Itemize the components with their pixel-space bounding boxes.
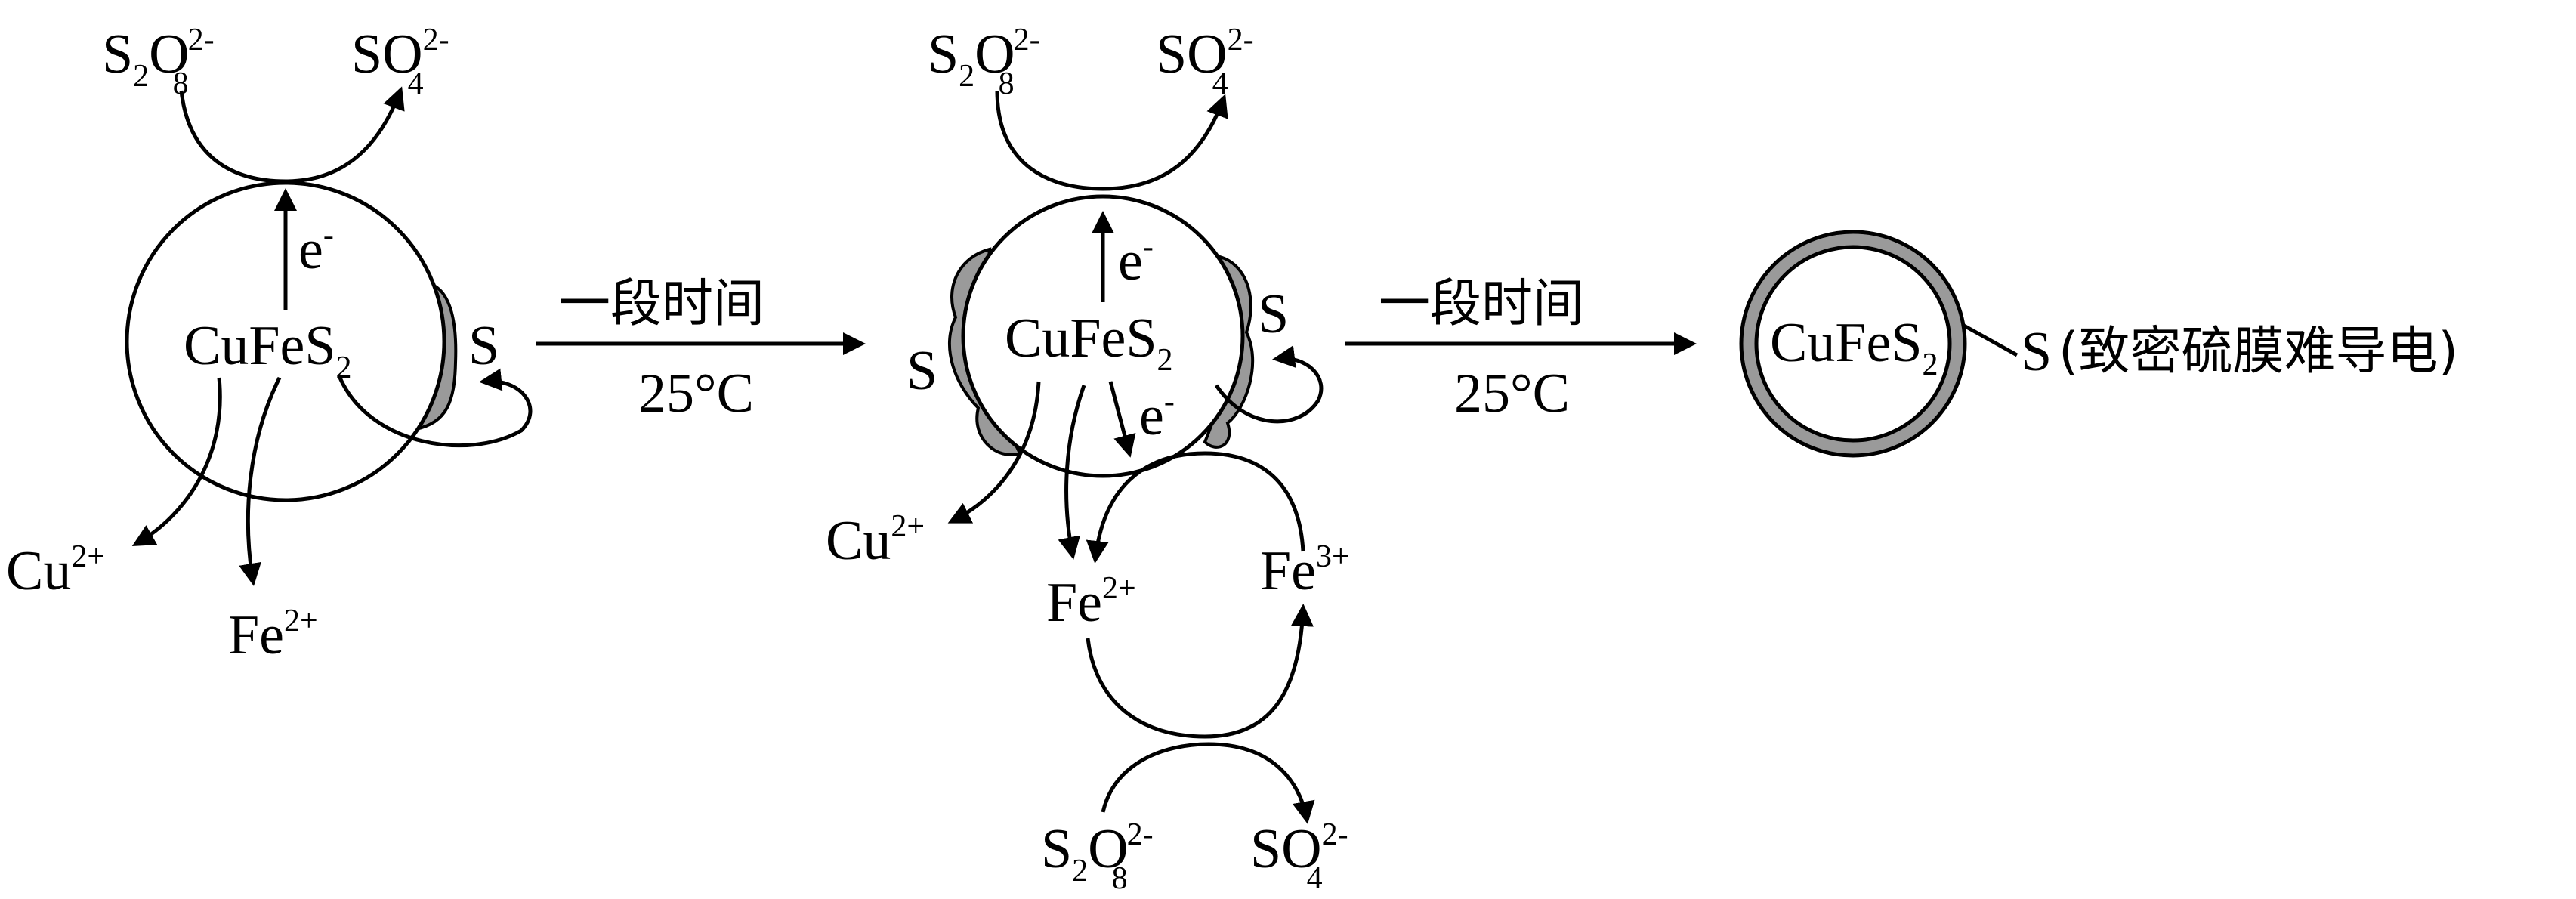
stage2-ferric-ion: Fe3+ — [1260, 539, 1350, 602]
step1-time-label: 一段时间 — [559, 274, 764, 334]
stage3-sulfur-label: S — [2021, 321, 2052, 383]
stage3-dense-film-note: (致密硫膜难导电) — [2059, 322, 2458, 382]
stage1-copper-arrow — [131, 377, 222, 546]
step-arrow-2: 一段时间 25°C — [1345, 274, 1697, 425]
stage2-electron-bottom: e- — [1139, 385, 1175, 447]
stage2-sulfur-left: S — [907, 340, 937, 402]
stage-2: S2O2-8 SO2-4 e- CuFeS2 S S e- Cu2+ Fe2+ … — [826, 23, 1350, 896]
stage2-copper-ion: Cu2+ — [826, 509, 925, 572]
stage-3: CuFeS2 S (致密硫膜难导电) — [1739, 230, 2458, 458]
stage1-ferrous-ion: Fe2+ — [228, 604, 318, 666]
stage3-film-leader-line — [1961, 323, 2018, 357]
stage2-electron-top: e- — [1118, 230, 1154, 292]
stage1-sulfur-label: S — [468, 315, 499, 377]
stage1-sulfate: SO2-4 — [351, 23, 449, 101]
stage3-particle — [1754, 245, 1952, 443]
stage2-ferrous-release-arrow — [1058, 385, 1086, 560]
stage2-particle — [961, 194, 1245, 478]
stage2-persulfate: S2O2-8 — [928, 23, 1040, 101]
step1-temperature: 25°C — [638, 363, 754, 425]
step-arrow-1: 一段时间 25°C — [536, 274, 866, 425]
stage1-persulfate: S2O2-8 — [102, 23, 215, 101]
stage2-ferrous-ion: Fe2+ — [1046, 571, 1136, 634]
stage2-copper-arrow — [947, 381, 1041, 524]
stage1-electron-cycle-arrow — [179, 86, 405, 184]
stage2-sulfur-arrow — [1214, 345, 1324, 424]
step2-time-label: 一段时间 — [1379, 274, 1584, 334]
stage2-sulfate-bottom: SO2-4 — [1250, 817, 1348, 896]
step2-temperature: 25°C — [1454, 363, 1570, 425]
stage1-core-label: CuFeS2 — [184, 315, 352, 385]
stage2-electron-cycle-arrow — [995, 90, 1228, 191]
stage2-sulfur-right: S — [1258, 283, 1289, 345]
stage2-persulfate-bottom: S2O2-8 — [1041, 817, 1154, 896]
stage2-electron-down-arrow — [1108, 381, 1136, 458]
stage2-ferric-to-ferrous-arrow — [1086, 451, 1305, 564]
stage1-iron-arrow — [239, 376, 282, 586]
stage2-core-label: CuFeS2 — [1005, 307, 1173, 378]
stage3-core-label: CuFeS2 — [1770, 312, 1938, 382]
stage1-sulfur-arrow — [338, 368, 533, 448]
stage2-ferrous-to-ferric-arrow — [1086, 604, 1314, 739]
stage-1: S2O2-8 SO2-4 e- CuFeS2 S Cu2+ Fe2+ — [6, 23, 533, 666]
stage2-persulfate-bottom-arrow — [1101, 742, 1315, 824]
stage2-sulfate: SO2-4 — [1156, 23, 1254, 101]
stage1-copper-ion: Cu2+ — [6, 539, 105, 602]
stage1-electron: e- — [298, 218, 334, 281]
